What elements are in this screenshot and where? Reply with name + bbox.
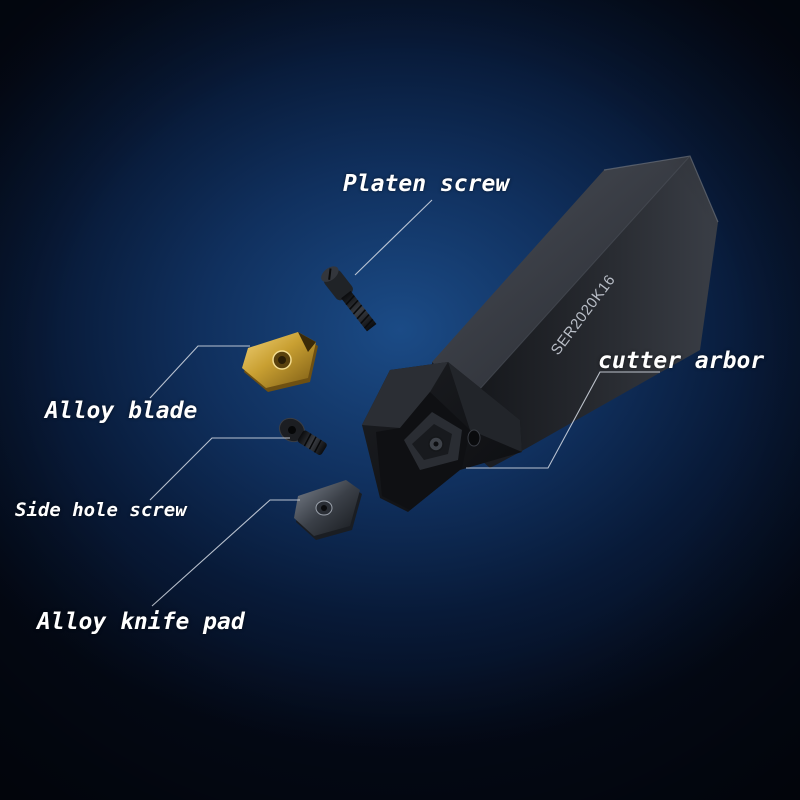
side-hole-screw bbox=[279, 417, 327, 455]
label-cutter-arbor: cutter arbor bbox=[598, 348, 765, 374]
label-side-hole-screw: Side hole screw bbox=[15, 499, 187, 521]
label-platen-screw: Platen screw bbox=[343, 171, 510, 197]
leader-platen-screw bbox=[354, 199, 433, 276]
leader-alloy-blade bbox=[149, 345, 250, 399]
label-alloy-blade: Alloy blade bbox=[45, 398, 198, 424]
leader-side-hole-screw bbox=[149, 437, 290, 501]
alloy-knife-pad bbox=[294, 480, 362, 540]
platen-screw bbox=[321, 266, 377, 332]
label-alloy-knife-pad: Alloy knife pad bbox=[37, 609, 245, 635]
alloy-blade-insert bbox=[242, 332, 318, 392]
